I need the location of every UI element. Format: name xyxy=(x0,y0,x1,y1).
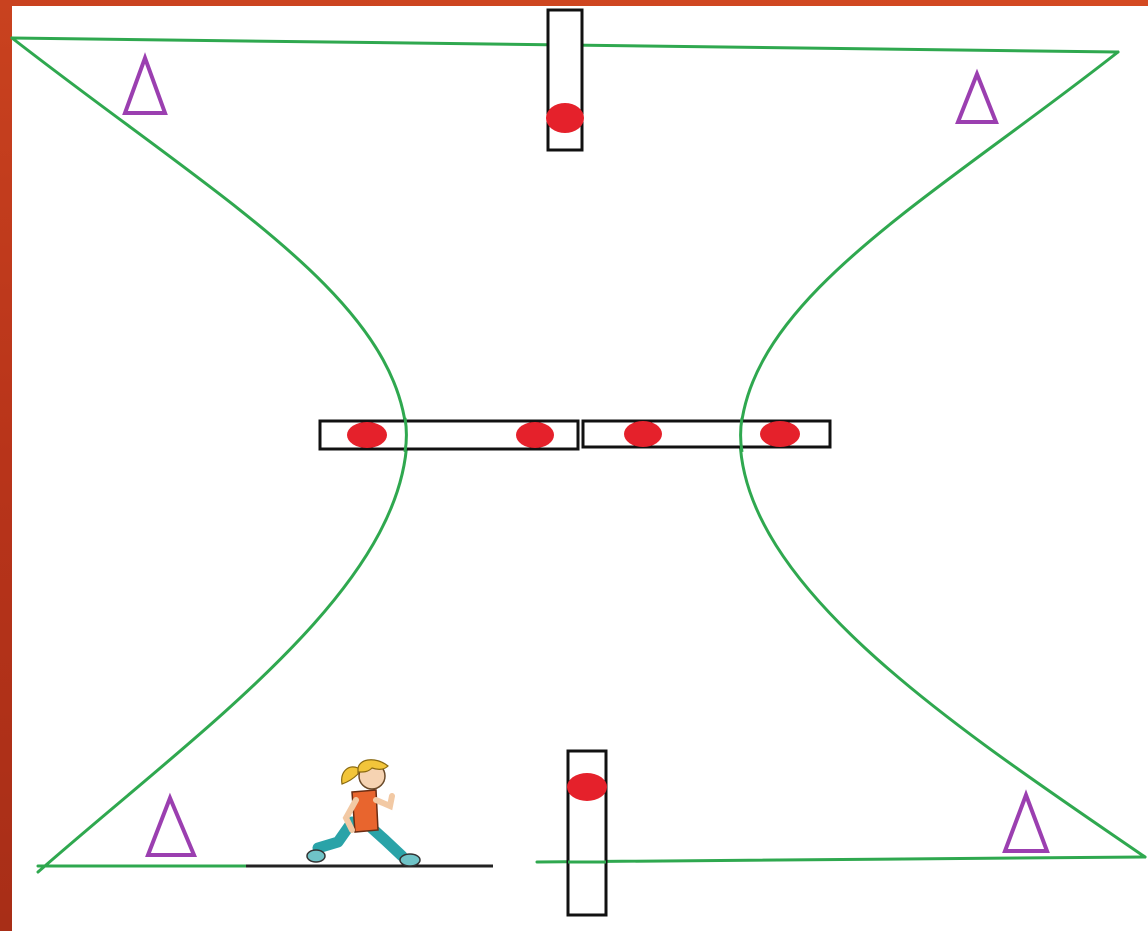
red-dot xyxy=(516,422,554,448)
red-dot xyxy=(347,422,387,448)
cone-icon xyxy=(958,74,996,122)
left-curved-boundary xyxy=(12,38,407,872)
red-dot xyxy=(567,773,607,801)
cone-icon xyxy=(125,58,165,113)
boundary-lines xyxy=(12,38,1145,872)
running-person-icon xyxy=(307,760,420,866)
cone-icon xyxy=(148,798,194,855)
dots xyxy=(347,103,800,801)
right-curved-boundary xyxy=(740,52,1145,857)
cones xyxy=(125,58,1047,855)
runner-illustration xyxy=(246,760,493,866)
left-curve-overlay xyxy=(405,418,407,452)
red-dot xyxy=(624,421,662,447)
bottom-right-boundary xyxy=(537,857,1145,862)
right-curve-overlay xyxy=(741,418,743,452)
red-dot xyxy=(760,421,800,447)
cone-icon xyxy=(1005,795,1047,851)
red-dot xyxy=(546,103,584,133)
